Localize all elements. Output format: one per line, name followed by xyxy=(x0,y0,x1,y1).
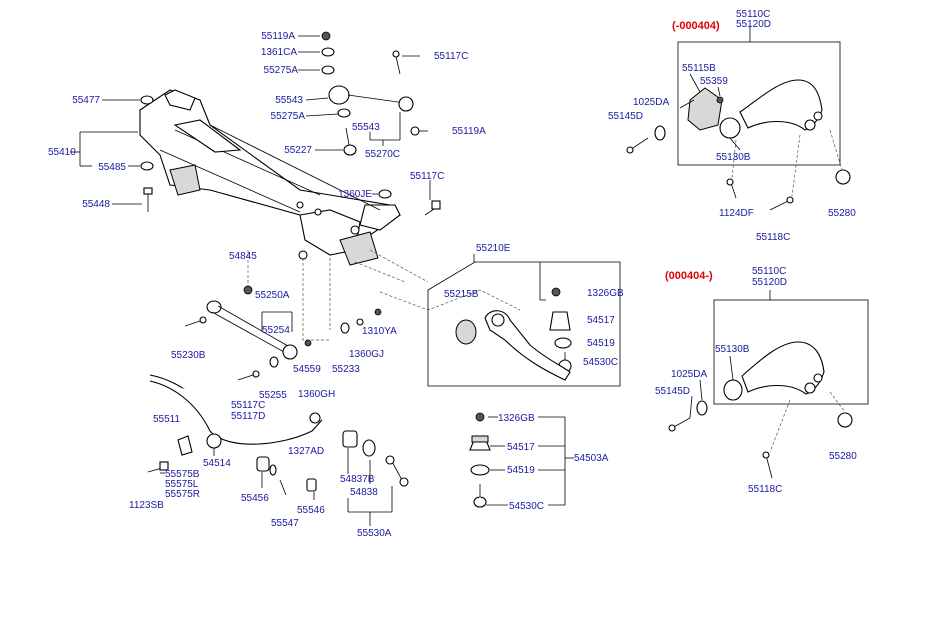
lower-control-arm-box xyxy=(427,254,621,387)
label-55117C-top: 55117C xyxy=(434,51,468,62)
group-brackets xyxy=(160,25,771,526)
label-55255: 55255 xyxy=(259,390,287,401)
label-55547: 55547 xyxy=(271,518,299,529)
label-55117C-mid: 55117C xyxy=(410,171,444,182)
label-55118C-top: 55118C xyxy=(756,232,790,243)
label-55575R: 55575R xyxy=(165,489,200,500)
upper-arm-box-early xyxy=(626,41,851,211)
label-55254: 55254 xyxy=(262,325,290,336)
label-55230B: 55230B xyxy=(171,350,206,361)
label-1360JE: 1360JE xyxy=(338,189,372,200)
label-55511: 55511 xyxy=(153,414,181,425)
label-55530A: 55530A xyxy=(357,528,392,539)
label-54845: 54845 xyxy=(229,251,257,262)
stabilizer-bar xyxy=(147,374,409,492)
label-55359: 55359 xyxy=(700,76,728,87)
label-54517-top: 54517 xyxy=(587,315,615,326)
label-55233: 55233 xyxy=(332,364,360,375)
label-1025DA-bot: 1025DA xyxy=(671,369,707,380)
label-55117C-low: 55117C xyxy=(231,400,265,411)
projection-lines xyxy=(247,249,521,341)
crossmember-drawing xyxy=(139,89,401,266)
label-55546: 55546 xyxy=(297,505,325,516)
label-55120D-top: 55120D xyxy=(736,19,771,30)
label-55119A-mid: 55119A xyxy=(452,126,486,137)
label-54838: 54838 xyxy=(350,487,378,498)
label-55410: 55410 xyxy=(48,147,76,158)
label-54559: 54559 xyxy=(293,364,321,375)
label-55543-a: 55543 xyxy=(275,95,303,106)
label-55270C: 55270C xyxy=(365,149,400,160)
label-55575B: 55575B xyxy=(165,469,200,480)
label-55543-b: 55543 xyxy=(352,122,380,133)
label-55119A-top: 55119A xyxy=(261,31,295,42)
label-54530C-top: 54530C xyxy=(583,357,618,368)
label-54519-top: 54519 xyxy=(587,338,615,349)
label-54514: 54514 xyxy=(203,458,231,469)
label-54503A: 54503A xyxy=(574,453,609,464)
label-1360GJ: 1360GJ xyxy=(349,349,384,360)
label-55118C-bot: 55118C xyxy=(748,484,782,495)
label-1123SB: 1123SB xyxy=(129,500,164,511)
label-1310YA: 1310YA xyxy=(362,326,397,337)
lower-rear-arm xyxy=(184,285,382,381)
label-55275A-top: 55275A xyxy=(264,65,299,76)
label-55130B-top: 55130B xyxy=(716,152,751,163)
label-55456: 55456 xyxy=(241,493,269,504)
label-55115B: 55115B xyxy=(682,63,716,74)
label-55210E: 55210E xyxy=(476,243,511,254)
label-55117D: 55117D xyxy=(231,411,265,422)
label-55145D-top: 55145D xyxy=(608,111,643,122)
label-55227: 55227 xyxy=(284,145,312,156)
label-1360GH: 1360GH xyxy=(298,389,335,400)
label-55130B-bot: 55130B xyxy=(715,344,750,355)
label-1025DA-top: 1025DA xyxy=(633,97,669,108)
label-55145D-bot: 55145D xyxy=(655,386,690,397)
label-55575L: 55575L xyxy=(165,479,199,490)
upper-arm-box-late xyxy=(668,299,869,479)
label-55280-top: 55280 xyxy=(828,208,856,219)
label-range-late: (000404-) xyxy=(665,270,713,282)
label-1326GB-top: 1326GB xyxy=(587,288,624,299)
label-55280-bot: 55280 xyxy=(829,451,857,462)
label-range-early: (-000404) xyxy=(672,20,720,32)
label-55485: 55485 xyxy=(98,162,126,173)
label-54837B: 54837B xyxy=(340,474,375,485)
label-54530C-low: 54530C xyxy=(509,501,544,512)
label-55215B: 55215B xyxy=(444,289,479,300)
label-1361CA: 1361CA xyxy=(261,47,297,58)
label-55110C-top: 55110C xyxy=(736,9,770,20)
label-1124DF: 1124DF xyxy=(719,208,754,219)
label-54519-low: 54519 xyxy=(507,465,535,476)
label-54517-low: 54517 xyxy=(507,442,535,453)
label-55110C-bot: 55110C xyxy=(752,266,786,277)
label-55250A: 55250A xyxy=(255,290,290,301)
label-55448: 55448 xyxy=(82,199,110,210)
hardware-top xyxy=(140,31,441,216)
label-55275A-mid: 55275A xyxy=(271,111,306,122)
label-55477: 55477 xyxy=(72,95,100,106)
label-1326GB-low: 1326GB xyxy=(498,413,535,424)
label-1327AD: 1327AD xyxy=(288,446,324,457)
leader-lines xyxy=(70,35,431,205)
label-55120D-bot: 55120D xyxy=(752,277,787,288)
right-leaders xyxy=(679,73,741,419)
